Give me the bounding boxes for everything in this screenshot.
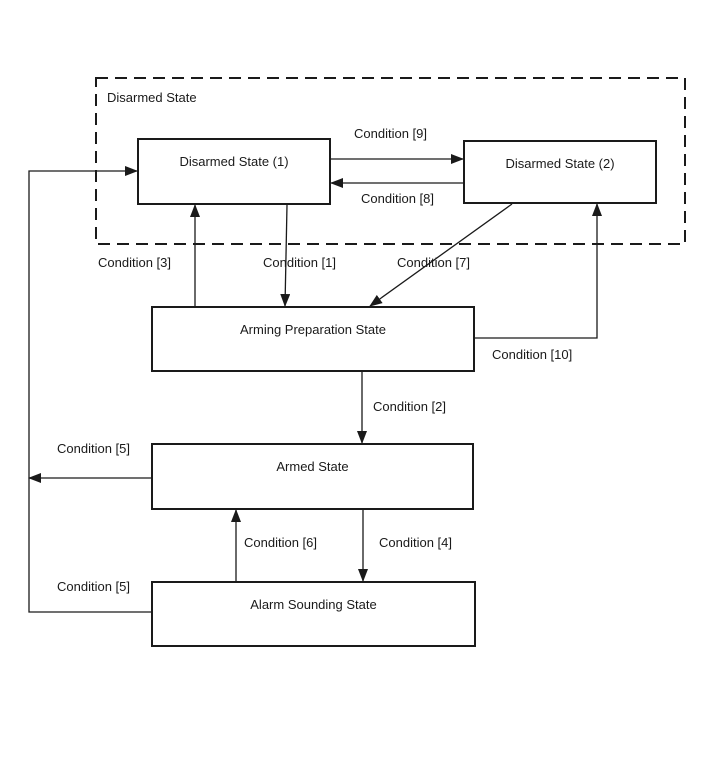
edge-condition-7: [369, 203, 513, 307]
disarmed-group-border: [95, 77, 686, 245]
edge-label-condition-2: Condition [2]: [373, 399, 446, 414]
edge-label-condition-1: Condition [1]: [263, 255, 336, 270]
edge-condition-1: [280, 204, 291, 307]
state-disarmed-2: Disarmed State (2): [463, 140, 657, 204]
state-alarm-sounding: Alarm Sounding State: [151, 581, 476, 647]
edge-label-condition-7: Condition [7]: [397, 255, 470, 270]
disarmed-group-label: Disarmed State: [107, 90, 197, 105]
state-arming-preparation: Arming Preparation State: [151, 306, 475, 372]
state-disarmed-1: Disarmed State (1): [137, 138, 331, 205]
state-disarmed-2-label: Disarmed State (2): [505, 156, 615, 171]
edge-label-condition-3: Condition [3]: [98, 255, 171, 270]
edge-condition-5-alarm: [28, 166, 151, 613]
state-disarmed-1-label: Disarmed State (1): [179, 154, 289, 169]
state-alarm-sounding-label: Alarm Sounding State: [250, 597, 377, 612]
edge-label-condition-6: Condition [6]: [244, 535, 317, 550]
edge-label-condition-5-alarm: Condition [5]: [57, 579, 130, 594]
state-armed: Armed State: [151, 443, 474, 510]
edge-label-condition-10: Condition [10]: [492, 347, 573, 362]
edge-label-condition-9: Condition [9]: [354, 126, 427, 141]
state-arming-preparation-label: Arming Preparation State: [240, 322, 386, 337]
edge-label-condition-4: Condition [4]: [379, 535, 452, 550]
state-armed-label: Armed State: [276, 459, 349, 474]
edge-label-condition-8: Condition [8]: [361, 191, 434, 206]
edge-condition-10: [475, 203, 602, 339]
edge-label-condition-5-armed: Condition [5]: [57, 441, 130, 456]
